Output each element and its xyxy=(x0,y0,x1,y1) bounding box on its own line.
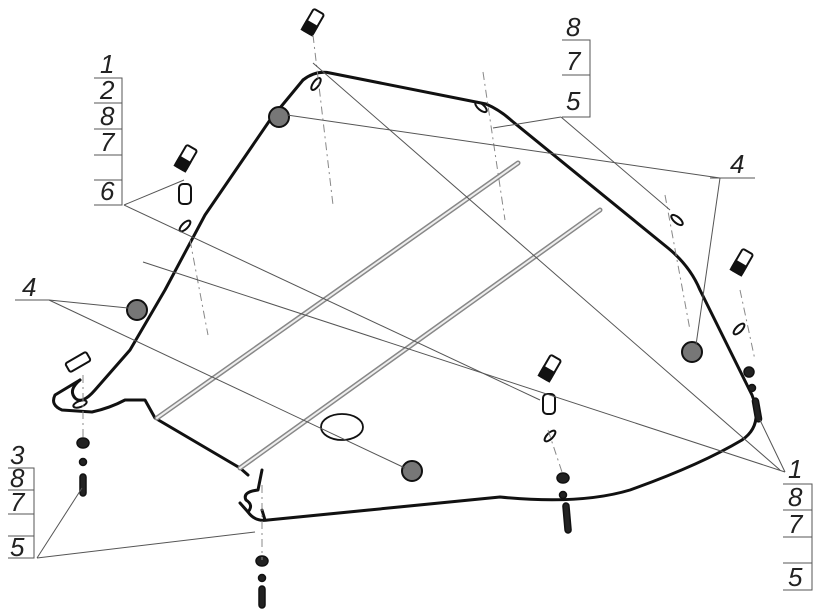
bolt xyxy=(751,397,763,423)
callout-label: 8 xyxy=(10,463,25,493)
callout-label: 7 xyxy=(566,46,582,76)
callout-label: 5 xyxy=(10,532,25,562)
slot xyxy=(732,322,746,336)
callout-label: 7 xyxy=(788,509,804,539)
spacer xyxy=(178,183,192,205)
slot xyxy=(72,399,88,409)
callout-top-right: 8 7 5 xyxy=(562,12,591,118)
washer xyxy=(257,573,267,583)
callout-label: 8 xyxy=(788,482,803,512)
bolt xyxy=(562,502,572,534)
callout-label: 5 xyxy=(788,562,803,592)
callout-label: 1 xyxy=(100,49,114,79)
spacer xyxy=(542,393,556,415)
callout-bottom-right: 1 8 7 5 xyxy=(783,454,813,592)
clip-nut xyxy=(729,248,754,277)
washer xyxy=(255,555,269,567)
callout-label: 7 xyxy=(10,487,26,517)
callout-label: 3 xyxy=(10,440,25,470)
skid-plate-outline xyxy=(70,78,305,402)
bushing xyxy=(126,299,148,321)
slot xyxy=(310,77,322,91)
callout-left-4: 4 xyxy=(22,272,36,302)
bushing xyxy=(268,106,290,128)
slot xyxy=(474,100,488,114)
callout-label: 4 xyxy=(730,149,744,179)
clip-nut xyxy=(537,354,562,383)
skid-plate-outline xyxy=(238,70,758,522)
rail-highlight xyxy=(156,162,519,419)
bushing xyxy=(401,460,423,482)
bolt xyxy=(258,585,266,609)
skid-plate-outline xyxy=(52,378,250,477)
bolts-and-washers xyxy=(76,366,763,609)
callout-label: 4 xyxy=(22,272,36,302)
clip-nut xyxy=(64,351,92,373)
callout-label: 8 xyxy=(566,12,581,42)
callout-label: 1 xyxy=(788,454,802,484)
clip-nut xyxy=(300,8,325,37)
callout-bottom-left: 3 8 7 5 xyxy=(8,440,35,562)
callout-label: 2 xyxy=(99,75,115,105)
washer xyxy=(556,472,570,484)
bolt xyxy=(79,473,87,497)
rail-highlight xyxy=(239,209,601,469)
bottom-bracket xyxy=(243,468,267,522)
access-hole xyxy=(320,413,364,441)
clip-nut xyxy=(173,144,198,173)
callout-label: 7 xyxy=(100,127,116,157)
rubber-bushings xyxy=(126,106,703,482)
washer xyxy=(747,383,757,393)
callout-label: 5 xyxy=(566,86,581,116)
slot xyxy=(670,213,684,227)
callout-top-left: 1 2 8 7 6 xyxy=(94,49,123,206)
bushing xyxy=(681,341,703,363)
slot xyxy=(543,429,557,443)
washer xyxy=(558,490,568,500)
reinforcement-rails xyxy=(154,160,603,471)
callout-label: 8 xyxy=(100,101,115,131)
mounting-slots xyxy=(72,77,746,443)
leader-lines xyxy=(15,62,786,559)
washer xyxy=(78,457,88,467)
spacers xyxy=(178,183,556,415)
callout-label: 6 xyxy=(100,176,115,206)
washer xyxy=(76,437,90,449)
callout-right-4: 4 xyxy=(710,149,755,179)
washer xyxy=(743,366,755,378)
clip-nuts xyxy=(64,8,754,383)
